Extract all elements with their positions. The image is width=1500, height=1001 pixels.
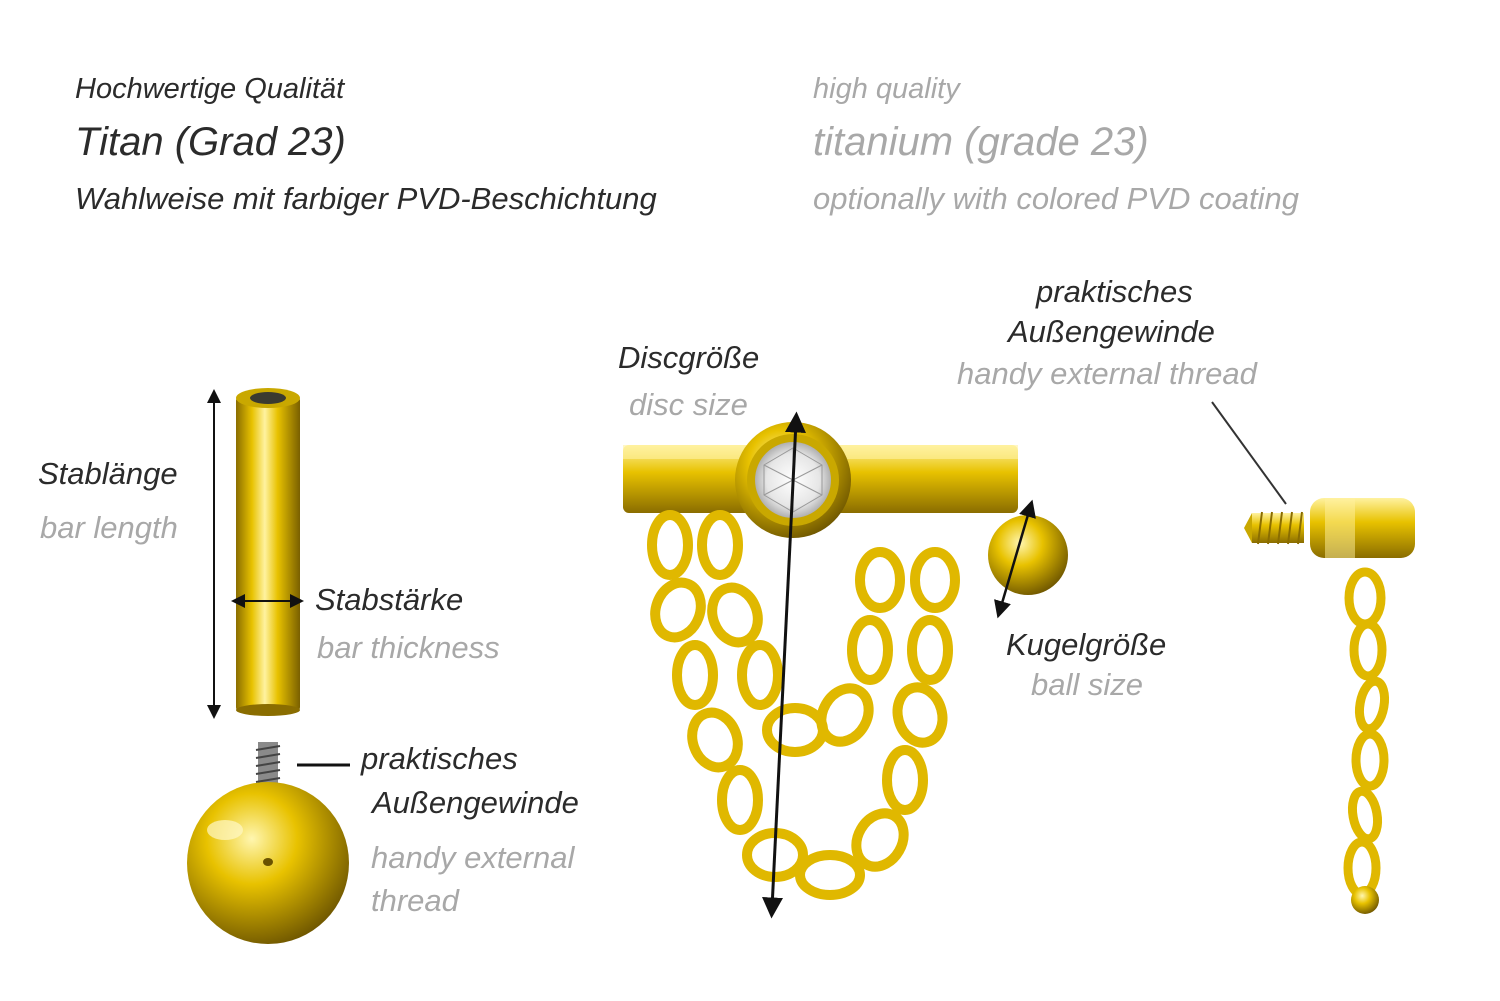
side-thread-label-de-line1: praktisches: [1036, 274, 1193, 309]
ball-thread-label-de-line1: praktisches: [361, 741, 518, 776]
bar-thickness-label-en: bar thickness: [317, 630, 500, 665]
side-thread-leader-line: [1211, 401, 1287, 505]
bar-length-label-en: bar length: [40, 510, 178, 545]
header-material-de: Titan (Grad 23): [75, 120, 346, 164]
bar-thickness-label-de: Stabstärke: [315, 582, 464, 617]
disc-size-label-de: Discgröße: [618, 340, 760, 375]
header-quality-de: Hochwertige Qualität: [75, 73, 345, 105]
header-coating-en: optionally with colored PVD coating: [813, 181, 1299, 216]
side-thread-label-en: handy external thread: [957, 356, 1257, 391]
header-material-en: titanium (grade 23): [813, 120, 1149, 164]
disc-size-arrow: [762, 411, 806, 919]
ball-thread-label-en-line2: thread: [371, 883, 459, 918]
center-product: [623, 422, 1068, 900]
header-quality-en: high quality: [813, 73, 960, 105]
bar-length-label-de: Stablänge: [38, 456, 178, 491]
ball-size-label-de: Kugelgröße: [1006, 627, 1167, 662]
ball-thread-label-en-line1: handy external: [371, 840, 575, 875]
header-coating-de: Wahlweise mit farbiger PVD-Beschichtung: [75, 181, 657, 216]
disc-size-label-en: disc size: [629, 387, 748, 422]
ball-thread-label-de-line2: Außengewinde: [372, 785, 579, 820]
ball-component: [187, 742, 349, 944]
ball-size-label-en: ball size: [1031, 667, 1143, 702]
side-view-product: [1244, 498, 1415, 914]
bar-component: [236, 388, 300, 716]
side-thread-label-de-line2: Außengewinde: [1008, 314, 1215, 349]
ball-size-arrow: [994, 499, 1036, 619]
